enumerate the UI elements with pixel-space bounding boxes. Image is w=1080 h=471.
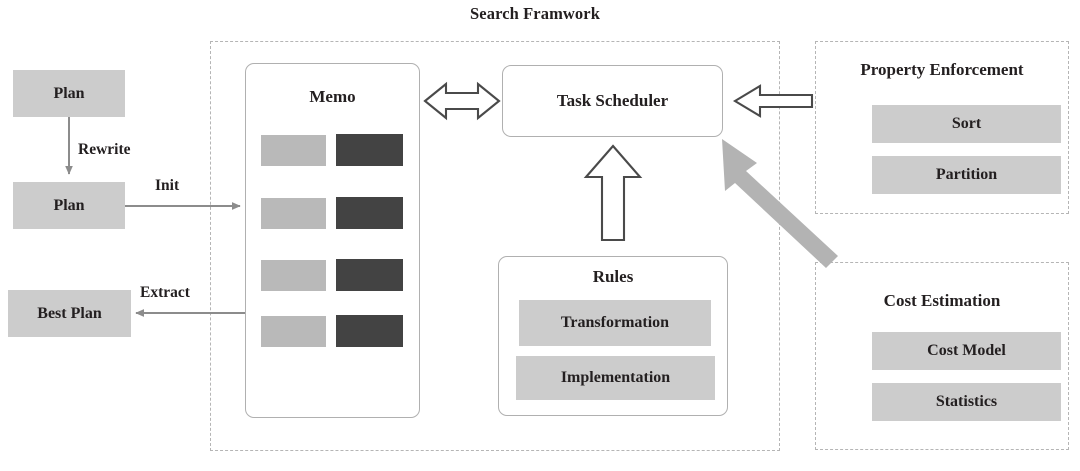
arrow-property-to-scheduler (732, 84, 814, 118)
cost-item-cost-model[interactable]: Cost Model (872, 332, 1061, 370)
property-item-sort[interactable]: Sort (872, 105, 1061, 143)
memo-title: Memo (309, 87, 356, 106)
rules-item-transformation[interactable]: Transformation (519, 300, 711, 346)
property-item-partition[interactable]: Partition (872, 156, 1061, 194)
memo-panel (245, 63, 420, 418)
memo-cell-dark[interactable] (336, 259, 403, 291)
search-framework-boundary (210, 41, 780, 451)
arrow-rules-to-scheduler (583, 144, 643, 242)
memo-cell-light[interactable] (261, 135, 326, 166)
task-scheduler-panel[interactable] (502, 65, 723, 137)
memo-cell-light[interactable] (261, 260, 326, 291)
cost-item-statistics[interactable]: Statistics (872, 383, 1061, 421)
property-enforcement-title: Property Enforcement (860, 60, 1024, 79)
property-enforcement-group (815, 41, 1069, 214)
memo-cell-dark[interactable] (336, 134, 403, 166)
rules-item-implementation[interactable]: Implementation (516, 356, 715, 400)
cost-estimation-title: Cost Estimation (883, 291, 1001, 310)
memo-cell-dark[interactable] (336, 315, 403, 347)
task-scheduler-label: Task Scheduler (556, 91, 669, 110)
arrow-memo-scheduler-bidirectional (423, 81, 501, 121)
memo-cell-light[interactable] (261, 316, 326, 347)
memo-cell-light[interactable] (261, 198, 326, 229)
edge-label-rewrite: Rewrite (78, 141, 131, 158)
edge-label-extract: Extract (140, 284, 190, 301)
edge-label-init: Init (155, 177, 180, 194)
arrow-cost-to-scheduler (722, 139, 838, 268)
node-plan-top[interactable]: Plan (13, 70, 125, 117)
memo-cell-dark[interactable] (336, 197, 403, 229)
diagram-title: Search Framwork (470, 4, 600, 23)
cost-estimation-group (815, 262, 1069, 450)
node-best-plan[interactable]: Best Plan (8, 290, 131, 337)
rules-title: Rules (592, 267, 634, 286)
node-plan-mid[interactable]: Plan (13, 182, 125, 229)
